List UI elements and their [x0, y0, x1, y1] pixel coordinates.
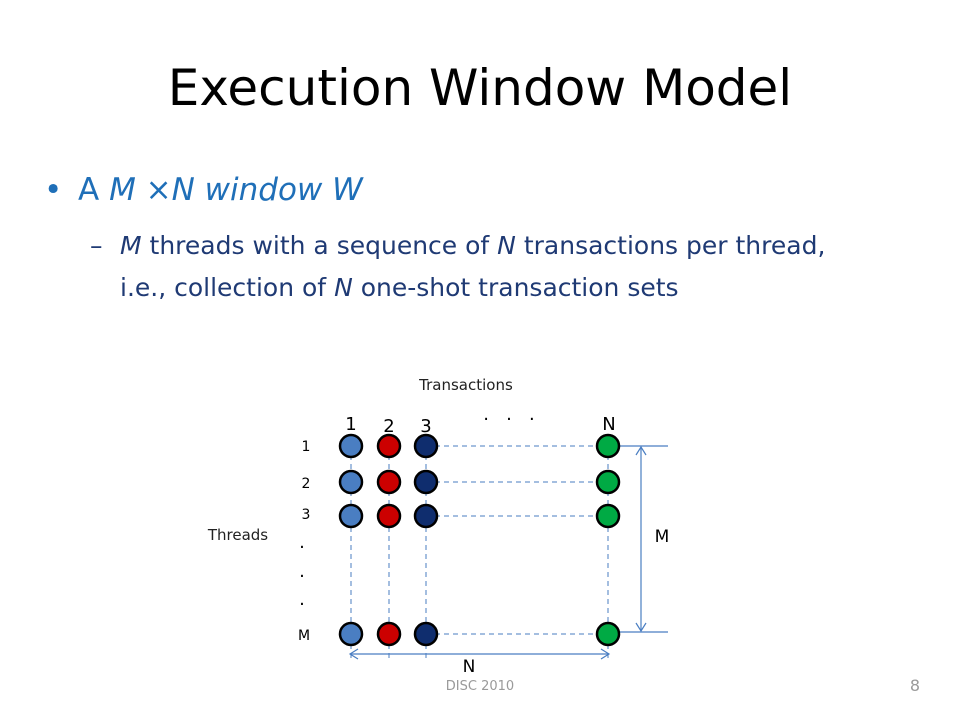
row-ellipsis-2: · [299, 566, 305, 587]
node-thread-2-second-transaction [376, 469, 402, 495]
row-label-m: M [298, 628, 310, 644]
footer-text: DISC 2010 [445, 679, 515, 694]
node-thread-1-first-transaction [338, 433, 364, 459]
node-thread-1-nth-transaction [595, 433, 621, 459]
sub-bullet-dash: – [90, 231, 103, 260]
sub-bullet-line-1: M threads with a sequence of N transacti… [120, 228, 825, 263]
sub-bullet-line-segment: one-shot transaction sets [352, 273, 679, 302]
node-thread-2-first-transaction [338, 469, 364, 495]
bullet-text-segment: A [78, 172, 110, 208]
column-label-1: 1 [345, 414, 356, 435]
node-thread-1-second-transaction [376, 433, 402, 459]
sub-bullet-line-segment: N [497, 231, 516, 260]
node-thread-2-nth-transaction [595, 469, 621, 495]
column-label-n: N [602, 414, 615, 435]
node-thread-m-nth-transaction [595, 621, 621, 647]
row-label-3: 3 [302, 507, 311, 523]
transactions-axis-label: Transactions [418, 376, 513, 394]
node-thread-3-third-transaction [413, 503, 439, 529]
column-ellipsis: · · · [483, 409, 535, 430]
node-thread-2-third-transaction [413, 469, 439, 495]
transaction-nodes [338, 433, 621, 647]
sub-bullet-line-segment: transactions per thread, [515, 231, 826, 260]
dimension-lines [348, 445, 668, 660]
node-thread-3-first-transaction [338, 503, 364, 529]
sub-bullet-line-segment: N [334, 273, 353, 302]
sub-bullet-line-segment: threads with a sequence of [141, 231, 498, 260]
m-arrow-head-bottom [635, 622, 647, 633]
threads-axis-label: Threads [207, 526, 268, 544]
row-ellipsis-3: · [299, 594, 305, 615]
node-thread-1-third-transaction [413, 433, 439, 459]
bullet-text: A M ×N window W [78, 172, 363, 209]
slide-title: Execution Window Model [167, 59, 793, 117]
n-arrow-head-right [600, 648, 611, 660]
node-thread-3-second-transaction [376, 503, 402, 529]
dimension-label-n: N [463, 657, 476, 677]
node-thread-m-second-transaction [376, 621, 402, 647]
column-label-2: 2 [383, 416, 394, 437]
grid-dashed-lines [350, 445, 609, 660]
node-thread-3-nth-transaction [595, 503, 621, 529]
column-label-3: 3 [420, 416, 431, 437]
sub-bullet-line-2: i.e., collection of N one-shot transacti… [120, 270, 679, 305]
bullet-text-segment: M ×N window W [109, 172, 363, 208]
node-thread-m-first-transaction [338, 621, 364, 647]
sub-bullet-line-segment: M [120, 231, 142, 260]
row-ellipsis-1: · [299, 537, 305, 558]
page-number: 8 [909, 676, 920, 695]
bullet-marker: • [44, 172, 63, 208]
m-arrow-head-top [635, 445, 647, 456]
row-label-1: 1 [302, 439, 311, 455]
node-thread-m-third-transaction [413, 621, 439, 647]
n-arrow-head-left [348, 648, 359, 660]
dimension-label-m: M [655, 527, 670, 547]
row-label-2: 2 [302, 476, 311, 492]
sub-bullet-line-segment: i.e., collection of [120, 273, 335, 302]
